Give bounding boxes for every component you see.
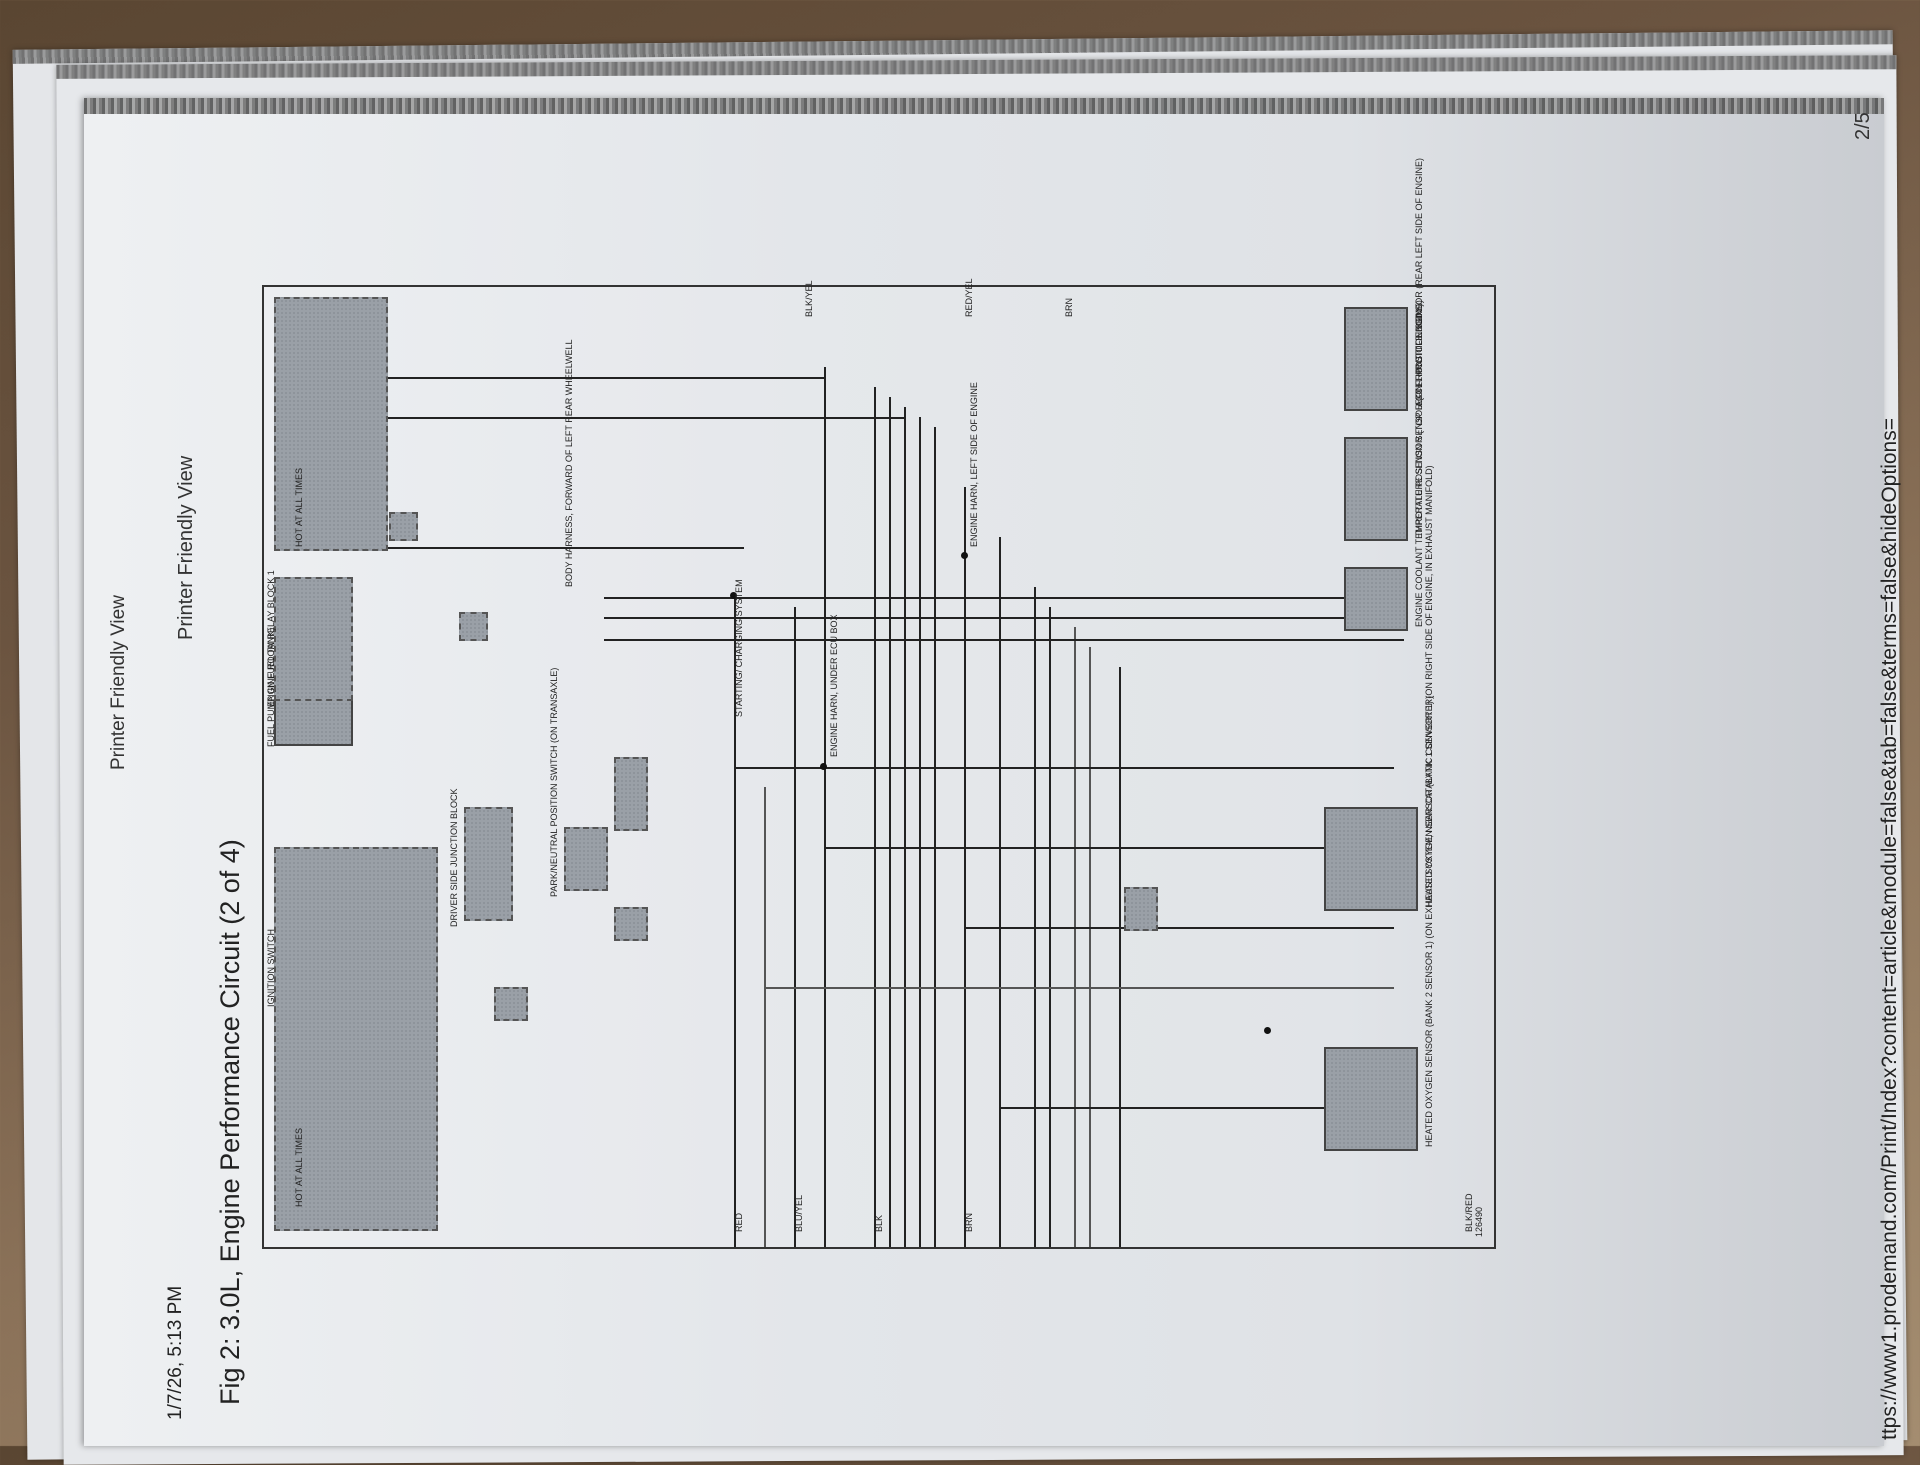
right-wire-2: BLK/YEL	[804, 280, 814, 317]
wire	[824, 847, 1394, 849]
wire	[604, 639, 1404, 641]
ignition-switch	[274, 847, 438, 1231]
wire	[794, 607, 796, 1247]
wiring-diagram: HOT AT ALL TIMES HOT AT ALL TIMES IGNITI…	[262, 158, 1496, 1249]
left-wire-18: BLK/RED	[1464, 1193, 1474, 1232]
wire	[934, 427, 936, 1247]
page-number: 2/5	[1852, 112, 1874, 140]
wire	[1119, 667, 1121, 1247]
wire	[964, 487, 966, 1247]
jc15	[494, 987, 528, 1021]
accel-position-sensor	[1344, 307, 1408, 411]
heated-oxygen-sensor-bank1	[1324, 807, 1418, 911]
jc20	[459, 612, 488, 641]
left-wire-13: BRN	[964, 1212, 974, 1232]
splice-e3	[820, 763, 827, 770]
left-wire-8: BLK	[874, 1214, 884, 1232]
park-neutral-switch	[564, 827, 608, 891]
wire	[344, 547, 744, 549]
wire	[734, 767, 1394, 769]
splice-label: ENGINE HARN, LEFT SIDE OF ENGINE	[969, 382, 979, 547]
wire	[964, 927, 1394, 929]
jc5	[389, 512, 418, 541]
wire	[764, 787, 766, 1247]
coolant-temp-sensor	[1344, 567, 1408, 631]
left-wire-3: RED	[734, 1212, 744, 1232]
wire	[904, 407, 906, 1247]
engine-room-relay-block	[274, 297, 388, 551]
jc3-jc4	[614, 757, 648, 831]
jc14	[614, 907, 648, 941]
wire	[889, 397, 891, 1247]
splice-label: BODY HARNESS, FORWARD OF LEFT REAR WHEEL…	[564, 339, 574, 587]
page-header: Printer Friendly View	[175, 455, 197, 640]
wire	[824, 367, 826, 1247]
figure-title: Fig 2: 3.0L, Engine Performance Circuit …	[215, 839, 245, 1405]
wire	[874, 387, 876, 1247]
driver-side-junction-block	[464, 807, 513, 921]
figure-id: 126490	[1474, 1206, 1484, 1237]
wire	[604, 617, 1404, 619]
wire	[1034, 587, 1036, 1247]
wire	[999, 537, 1001, 1247]
wire	[604, 597, 1404, 599]
print-url: ttps://www1.prodemand.com/Print/Index?co…	[1878, 418, 1901, 1440]
splice-e2	[961, 552, 968, 559]
wire	[1074, 627, 1076, 1247]
wire	[919, 417, 921, 1247]
throttle-position-sensor	[1344, 437, 1408, 541]
wire	[734, 597, 736, 1247]
component-label: DRIVER SIDE JUNCTION BLOCK	[449, 788, 459, 927]
hot-label: HOT AT ALL TIMES	[294, 467, 304, 547]
component-label: ACCEL POSITION SENSOR (REAR LEFT SIDE OF…	[1414, 157, 1424, 407]
right-wire-12: BRN	[1064, 297, 1074, 317]
fuel-pump-control-ecu	[274, 577, 353, 701]
wire	[764, 987, 1394, 989]
wire	[999, 1107, 1399, 1109]
splice-e1	[1264, 1027, 1271, 1034]
component-label: PARK/NEUTRAL POSITION SWITCH (ON TRANSAX…	[549, 667, 559, 897]
wire	[344, 417, 904, 419]
arrow-label: STARTING/ CHARGING SYSTEM	[734, 579, 744, 717]
print-date: 1/7/26, 5:13 PM	[165, 1285, 186, 1420]
back-page-header: Printer Friendly View	[108, 595, 129, 770]
right-wire-10: RED/YEL	[964, 278, 974, 317]
left-wire-4: BLU/YEL	[794, 1194, 804, 1232]
jc2	[1124, 887, 1158, 931]
splice-b3	[730, 592, 737, 599]
splice-label: ENGINE HARN, UNDER ECU BOX	[829, 614, 839, 757]
wire	[1089, 647, 1091, 1247]
heated-oxygen-sensor-bank2	[1324, 1047, 1418, 1151]
hot-label: HOT AT ALL TIMES	[294, 1127, 304, 1207]
component-label: IGNITION SWITCH	[266, 929, 276, 1007]
wire	[344, 377, 824, 379]
component-label: ENGINE ROOM RELAY BLOCK 1	[266, 570, 276, 707]
component-label: HEATED OXYGEN SENSOR (BANK 2 SENSOR 1) (…	[1424, 695, 1434, 1147]
